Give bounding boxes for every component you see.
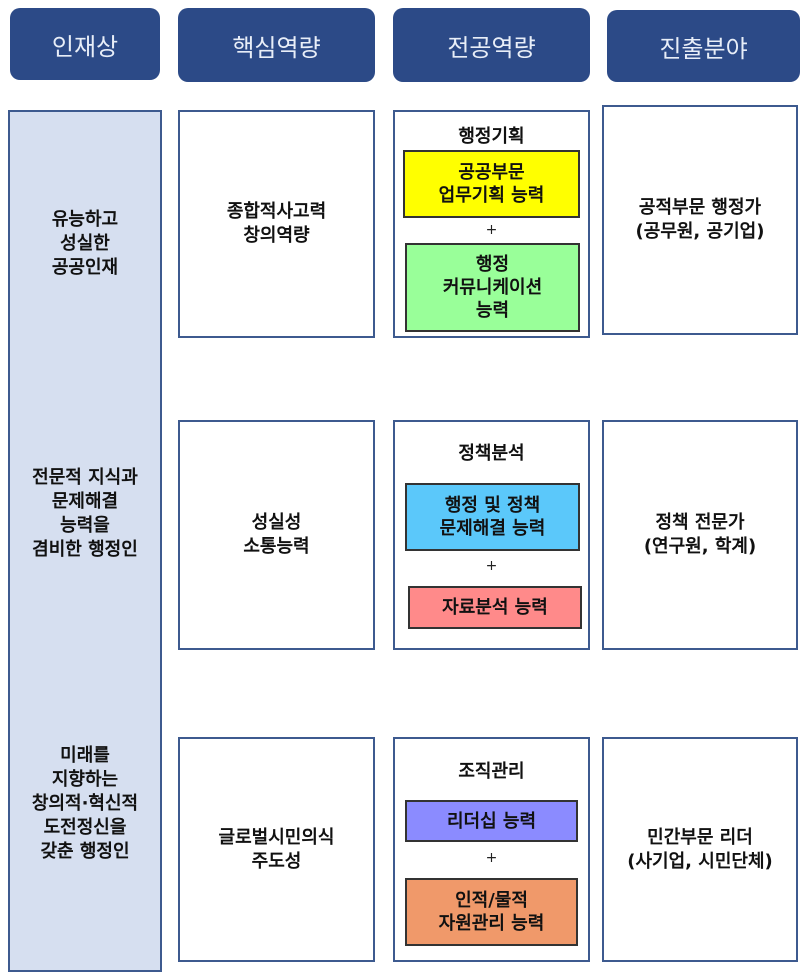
- core-2: 성실성 소통능력: [178, 420, 375, 650]
- talent-column: 유능하고 성실한 공공인재 전문적 지식과 문제해결 능력을 겸비한 행정인 미…: [8, 110, 162, 972]
- major-1-b: 행정 커뮤니케이션 능력: [405, 243, 580, 332]
- major-3-b: 인적/물적 자원관리 능력: [405, 878, 578, 946]
- core-3: 글로벌시민의식 주도성: [178, 737, 375, 962]
- talent-1: 유능하고 성실한 공공인재: [51, 209, 119, 278]
- major-title-3: 조직관리: [458, 761, 525, 782]
- major-title-2: 정책분석: [458, 443, 525, 464]
- major-2-a: 행정 및 정책 문제해결 능력: [405, 483, 580, 551]
- header-talent: 인재상: [10, 8, 160, 80]
- plus-2: +: [485, 558, 498, 574]
- talent-3: 미래를 지향하는 창의적·혁신적 도전정신을 갖춘 행정인: [31, 745, 139, 862]
- talent-2: 전문적 지식과 문제해결 능력을 겸비한 행정인: [32, 467, 138, 560]
- plus-3: +: [485, 850, 498, 866]
- career-1: 공적부문 행정가 (공무원, 공기업): [602, 105, 798, 335]
- major-3-a: 리더십 능력: [405, 800, 578, 842]
- header-career: 진출분야: [607, 10, 800, 82]
- career-3: 민간부문 리더 (사기업, 시민단체): [602, 737, 798, 962]
- plus-1: +: [485, 222, 498, 238]
- major-2-b: 자료분석 능력: [408, 586, 582, 629]
- core-1: 종합적사고력 창의역량: [178, 110, 375, 338]
- header-core: 핵심역량: [178, 8, 375, 82]
- major-1-a: 공공부문 업무기획 능력: [403, 150, 580, 218]
- header-major: 전공역량: [393, 8, 590, 82]
- major-title-1: 행정기획: [458, 126, 525, 147]
- career-2: 정책 전문가 (연구원, 학계): [602, 420, 798, 650]
